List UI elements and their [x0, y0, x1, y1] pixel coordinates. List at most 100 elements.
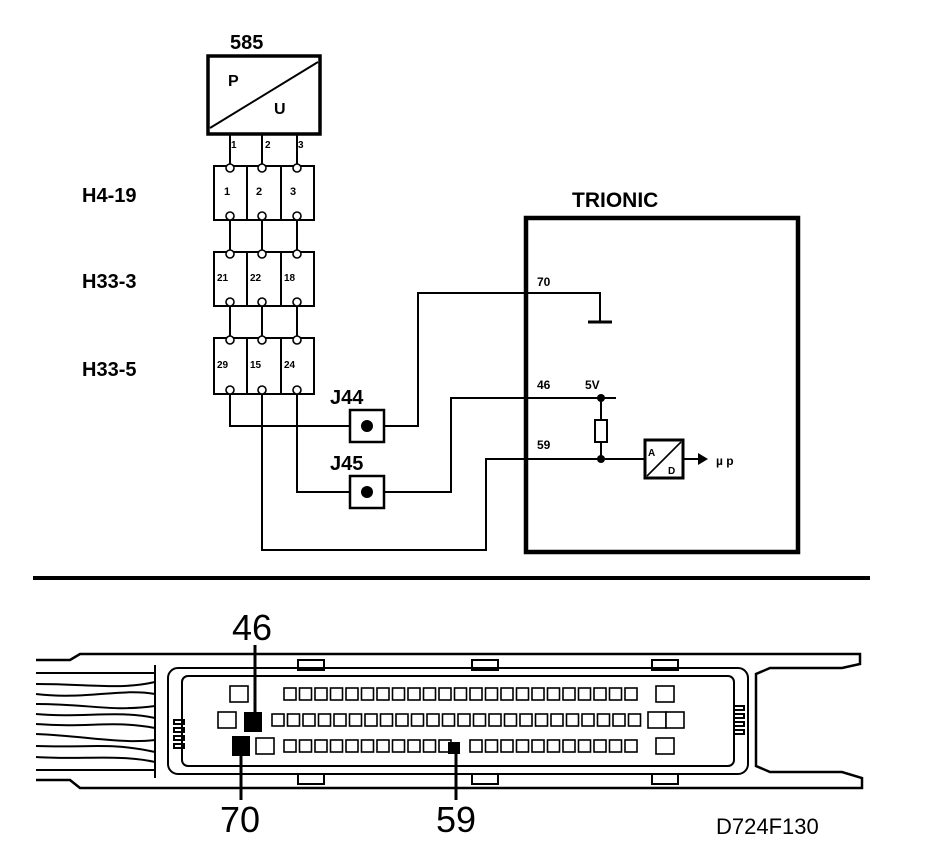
- ecu-title: TRIONIC: [572, 189, 658, 212]
- connector-pin: [410, 713, 425, 727]
- connector-pin: [283, 739, 297, 753]
- connector-pin: [596, 713, 611, 727]
- connector-pin: [488, 713, 502, 727]
- junction-j45-label: J45: [330, 453, 363, 475]
- h4-19-pin-1: 1: [224, 186, 230, 198]
- sensor-harness-wires: [229, 134, 298, 338]
- sensor-pin-3: 3: [298, 140, 304, 151]
- connector-pin: [519, 713, 533, 727]
- connector-pin: [298, 739, 313, 753]
- connector-pin: [314, 687, 328, 701]
- connector-pin: [348, 713, 363, 727]
- h4-19-pin-3: 3: [290, 186, 296, 198]
- connector-h33-3-label: H33-3: [82, 271, 136, 293]
- connector-pin: [469, 739, 483, 753]
- connector-pin: [329, 739, 344, 753]
- h33-5-pin-24: 24: [284, 360, 296, 371]
- connector-pin: [364, 713, 378, 727]
- connector-pin: [317, 713, 332, 727]
- pin-59-marker: [448, 742, 460, 754]
- callout-pin-59: 59: [436, 799, 476, 840]
- connector-pin: [484, 687, 499, 701]
- pressure-sensor-585: [206, 54, 322, 136]
- connector-pin: [395, 713, 409, 727]
- connector-pin: [407, 739, 421, 753]
- connector-pin: [391, 739, 406, 753]
- connector-pin: [472, 713, 487, 727]
- figure-code: D724F130: [716, 814, 819, 839]
- connector-pin: [546, 687, 561, 701]
- junction-j44: [348, 408, 386, 444]
- h33-5-pin-29: 29: [217, 360, 229, 371]
- connector-pin: [298, 687, 313, 701]
- connector-pin: [333, 713, 347, 727]
- adc-input-label: A: [648, 448, 655, 459]
- connector-pin-rows: [271, 687, 642, 753]
- connector-pin: [345, 739, 359, 753]
- h33-3-pin-18: 18: [284, 273, 296, 284]
- connector-pin: [581, 713, 595, 727]
- connector-pin: [593, 687, 607, 701]
- adc-output-label: D: [668, 466, 675, 477]
- connector-pin: [469, 687, 483, 701]
- connector-h33-5-label: H33-5: [82, 359, 136, 381]
- connector-pin: [283, 687, 297, 701]
- ecu-pin-46: 46: [537, 378, 551, 392]
- pin-46-marker: [244, 712, 262, 732]
- connector-pin: [345, 687, 359, 701]
- connector-pin: [534, 713, 549, 727]
- connector-h4-19: [213, 163, 315, 221]
- connector-pin: [500, 687, 514, 701]
- ecu-connector-view: [35, 645, 864, 800]
- connector-pin: [457, 713, 471, 727]
- h4-19-pin-2: 2: [256, 186, 262, 198]
- connector-pin: [441, 713, 456, 727]
- connector-pin: [426, 713, 440, 727]
- connector-pin: [546, 739, 561, 753]
- connector-pin: [627, 713, 642, 727]
- connector-pin: [593, 739, 607, 753]
- connector-pin: [422, 739, 437, 753]
- connector-pin: [379, 713, 394, 727]
- h33-3-pin-22: 22: [250, 273, 262, 284]
- connector-pin: [562, 739, 576, 753]
- ecu-pin-70: 70: [537, 275, 551, 289]
- connector-pin: [608, 687, 623, 701]
- connector-pin: [376, 739, 390, 753]
- connector-pin: [624, 739, 638, 753]
- h33-5-pin-15: 15: [250, 360, 262, 371]
- connector-pin: [612, 713, 626, 727]
- sensor-pin-2: 2: [265, 140, 271, 151]
- connector-pin: [624, 687, 638, 701]
- callout-pin-46: 46: [232, 607, 272, 648]
- connector-pin: [314, 739, 328, 753]
- connector-pin: [453, 687, 468, 701]
- connector-h33-5: [213, 335, 315, 395]
- connector-pin: [531, 687, 545, 701]
- connector-pin: [438, 687, 452, 701]
- connector-pin: [302, 713, 316, 727]
- connector-pin: [503, 713, 518, 727]
- connector-h4-19-label: H4-19: [82, 185, 136, 207]
- junction-j44-label: J44: [330, 387, 364, 409]
- ecu-supply-label: 5V: [585, 378, 600, 392]
- connector-pin: [271, 713, 285, 727]
- connector-pin: [577, 687, 592, 701]
- connector-pin: [608, 739, 623, 753]
- ecu-pin-59: 59: [537, 438, 551, 452]
- sensor-output-label: U: [274, 101, 286, 118]
- wire-bundle: [35, 672, 156, 771]
- pull-up-resistor: [594, 394, 608, 463]
- sensor-id: 585: [230, 32, 263, 54]
- connector-pin: [531, 739, 545, 753]
- microprocessor-label: µ p: [716, 454, 734, 468]
- harness-wires: [229, 292, 645, 551]
- connector-pin: [500, 739, 514, 753]
- connector-pin: [577, 739, 592, 753]
- callout-pin-70: 70: [220, 799, 260, 840]
- connector-pin: [286, 713, 301, 727]
- ad-converter: [643, 438, 708, 480]
- connector-pin: [515, 739, 530, 753]
- connector-pin: [329, 687, 344, 701]
